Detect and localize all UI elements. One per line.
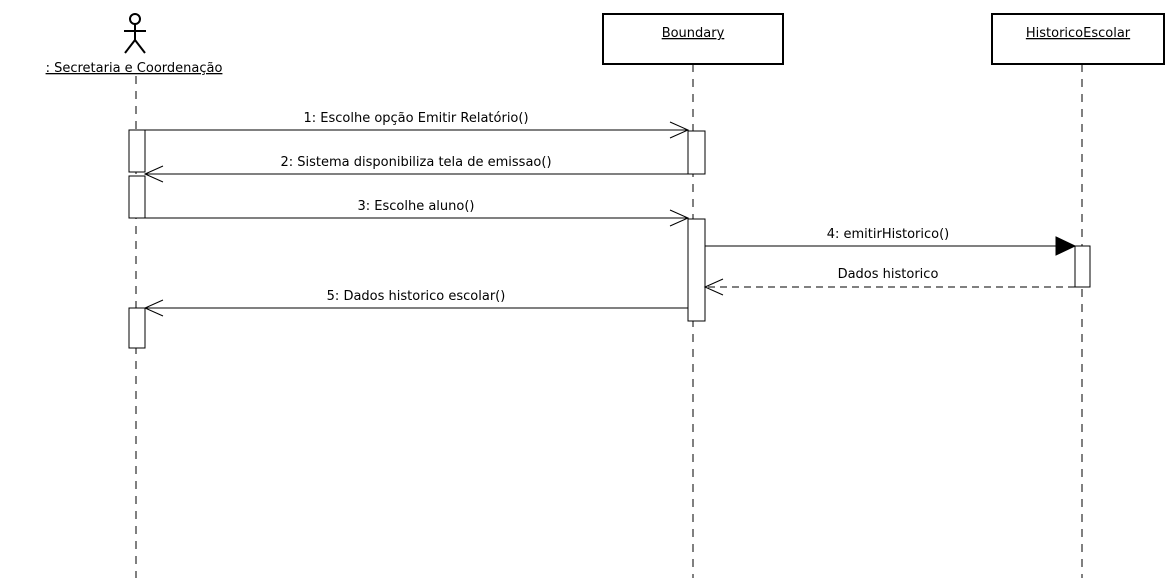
object-historico-box [991,13,1165,65]
message-3[interactable]: 3: Escolhe aluno() [145,199,690,227]
open-arrowhead-icon [669,209,690,227]
message-3-label: 3: Escolhe aluno() [357,199,474,214]
message-return[interactable]: Dados historico [703,267,1075,296]
message-4[interactable]: 4: emitirHistorico() [705,227,1077,256]
open-arrowhead-icon [703,278,724,296]
object-boundary-label: Boundary [662,26,725,41]
activation-actor-1 [128,129,146,173]
filled-arrowhead-icon [1055,236,1077,256]
actor-secretaria[interactable]: : Secretaria e Coordenação [46,13,223,76]
open-arrowhead-icon [669,121,690,139]
object-historico-label: HistoricoEscolar [1026,26,1131,41]
object-boundary-box [602,13,784,65]
message-2-label: 2: Sistema disponibiliza tela de emissao… [280,155,551,170]
open-arrowhead-icon [143,165,164,183]
message-return-label: Dados historico [838,267,939,282]
open-arrowhead-icon [143,299,164,317]
message-4-label: 4: emitirHistorico() [827,227,950,242]
activation-historico-1 [1074,245,1091,288]
actor-label: : Secretaria e Coordenação [46,61,223,76]
message-2[interactable]: 2: Sistema disponibiliza tela de emissao… [143,155,688,183]
object-boundary[interactable]: Boundary [602,13,784,65]
actor-stick-figure-icon [124,13,146,54]
message-5-label: 5: Dados historico escolar() [327,289,506,304]
activation-boundary-1 [687,130,706,175]
message-5[interactable]: 5: Dados historico escolar() [143,289,688,317]
activation-actor-3 [128,307,146,349]
message-1[interactable]: 1: Escolhe opção Emitir Relatório() [145,111,690,139]
activation-boundary-2 [687,218,706,322]
message-1-label: 1: Escolhe opção Emitir Relatório() [303,111,528,126]
activation-actor-2 [128,175,146,219]
object-historico-escolar[interactable]: HistoricoEscolar [991,13,1165,65]
